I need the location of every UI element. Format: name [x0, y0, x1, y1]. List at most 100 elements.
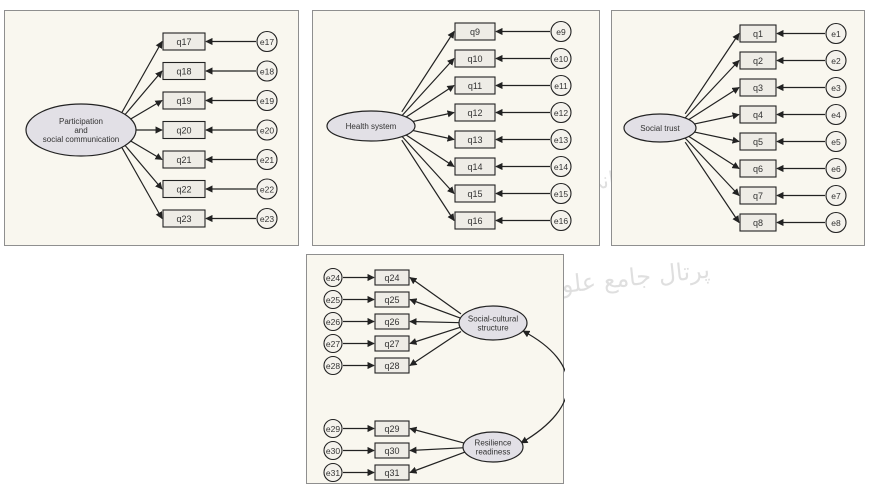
item-box	[162, 91, 206, 110]
item-box	[374, 291, 410, 308]
error-circle	[550, 128, 572, 151]
latent-factor-label-0: Resilience	[475, 438, 512, 447]
loading-arrow	[401, 84, 455, 121]
item-box	[454, 22, 496, 41]
item-box	[374, 313, 410, 330]
error-circle	[825, 184, 847, 207]
error-circle	[825, 22, 847, 45]
item-box	[162, 61, 206, 81]
item-box	[739, 105, 777, 124]
item-box-label: q29	[384, 424, 399, 434]
error-circle-label: e26	[326, 317, 340, 327]
loading-arrow	[401, 131, 455, 168]
error-circle	[323, 311, 343, 332]
item-box-label: q4	[753, 110, 763, 120]
latent-factor-label-0: Social trust	[640, 124, 680, 133]
item-box-label: q25	[384, 295, 399, 305]
loading-arrow	[409, 277, 462, 315]
error-circle-label: e29	[326, 424, 340, 434]
item-box-label: q1	[753, 29, 763, 39]
error-circle-label: e15	[554, 189, 568, 199]
loading-arrow	[118, 40, 163, 118]
covariance-curve	[520, 330, 565, 444]
item-box	[162, 32, 206, 51]
item-box	[739, 51, 777, 70]
loading-arrow	[409, 326, 462, 345]
error-circle-label: e3	[831, 83, 841, 93]
error-circle-label: e21	[260, 155, 274, 165]
loading-arrow	[119, 70, 163, 122]
loading-arrow	[401, 30, 455, 113]
item-box	[374, 357, 410, 374]
item-box-label: q20	[176, 126, 191, 136]
loading-arrow	[684, 141, 740, 224]
loading-arrow	[409, 298, 462, 319]
error-circle-label: e6	[831, 164, 841, 174]
item-box	[162, 209, 206, 228]
item-box	[374, 335, 410, 352]
item-box	[374, 420, 410, 437]
latent-factor	[623, 113, 697, 143]
loading-arrow	[684, 32, 740, 115]
error-circle-label: e20	[260, 126, 274, 136]
latent-factor	[25, 103, 137, 157]
item-box-label: q10	[467, 54, 482, 64]
item-box-label: q3	[753, 83, 763, 93]
error-circle-label: e24	[326, 273, 340, 283]
error-circle	[323, 462, 343, 483]
item-box-label: q22	[176, 185, 191, 195]
item-box-label: q28	[384, 361, 399, 371]
item-box-label: q16	[467, 216, 482, 226]
loading-arrow	[409, 318, 462, 326]
error-circle-label: e18	[260, 67, 274, 77]
latent-factor-label-0: Social-cultural	[468, 314, 518, 323]
item-box	[162, 150, 206, 169]
error-circle-label: e1	[831, 29, 841, 39]
error-circle	[323, 267, 343, 288]
latent-factor-label-0: Participation	[59, 117, 103, 126]
latent-factor-label-1: and	[74, 126, 87, 135]
error-circle	[825, 76, 847, 99]
error-circle-label: e5	[831, 137, 841, 147]
item-box-label: q13	[467, 135, 482, 145]
error-circle	[825, 157, 847, 180]
error-circle-label: e2	[831, 56, 841, 66]
item-box-label: q31	[384, 468, 399, 478]
item-box	[739, 78, 777, 97]
error-circle-label: e25	[326, 295, 340, 305]
loading-arrow	[401, 135, 455, 195]
loading-arrow	[684, 59, 740, 119]
item-box-label: q2	[753, 56, 763, 66]
latent-factor	[458, 305, 528, 341]
item-box	[374, 442, 410, 459]
loading-arrow	[401, 139, 455, 222]
loading-arrow	[401, 57, 455, 117]
error-circle-label: e23	[260, 214, 274, 224]
error-circle	[256, 89, 278, 112]
item-box	[374, 464, 410, 481]
error-circle-label: e28	[326, 361, 340, 371]
error-circle-label: e10	[554, 54, 568, 64]
loading-arrow	[409, 331, 462, 366]
item-box-label: q30	[384, 446, 399, 456]
item-box	[454, 103, 496, 122]
item-box-label: q27	[384, 339, 399, 349]
item-box-label: q15	[467, 189, 482, 199]
loading-arrow	[684, 86, 740, 123]
error-circle	[256, 207, 278, 230]
error-circle	[323, 355, 343, 376]
item-box	[454, 184, 496, 203]
error-circle	[256, 60, 278, 82]
error-circle-label: e4	[831, 110, 841, 120]
item-box-label: q14	[467, 162, 482, 172]
error-circle-label: e9	[556, 27, 566, 37]
loading-arrow	[119, 138, 163, 190]
item-box-label: q24	[384, 273, 399, 283]
error-circle-label: e19	[260, 96, 274, 106]
item-box-label: q17	[176, 37, 191, 47]
